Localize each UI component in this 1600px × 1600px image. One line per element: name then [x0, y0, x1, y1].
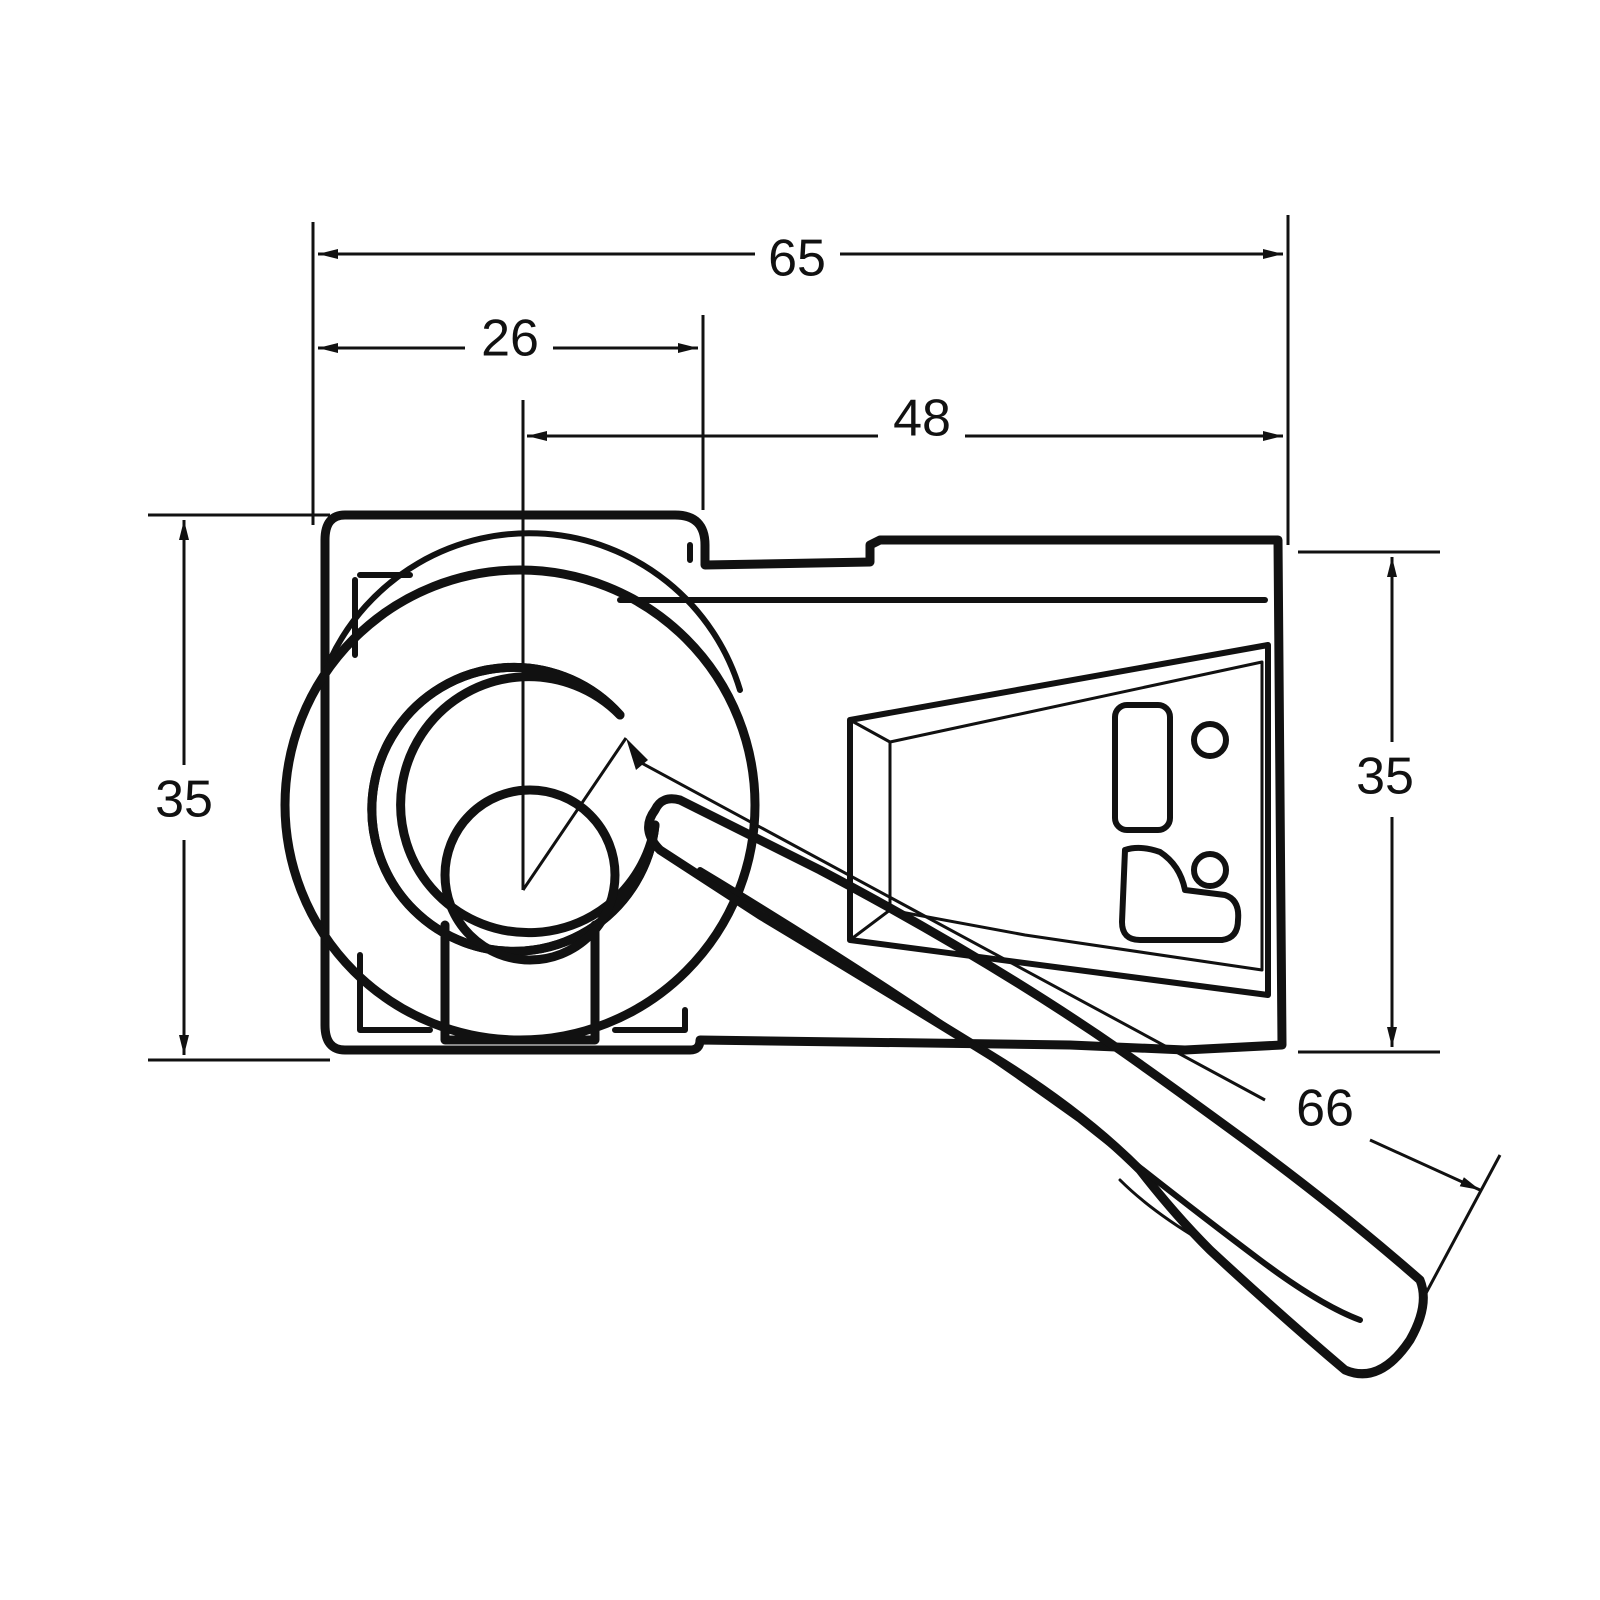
dim-height-right: 35: [1356, 557, 1414, 1047]
centre-shaft: [440, 785, 620, 965]
latch-body: [320, 510, 1287, 1055]
dim-label-35-right: 35: [1356, 748, 1414, 806]
lever-handle: [644, 794, 1428, 1379]
extension-lines: [148, 215, 1502, 1296]
dim-knob-width: 26: [318, 310, 698, 368]
hole-upper: [1191, 721, 1229, 759]
slot-lower: [1119, 844, 1242, 943]
dim-height-left: 35: [155, 520, 213, 1055]
dim-label-65: 65: [768, 230, 826, 288]
dim-label-48: 48: [893, 390, 951, 448]
hole-lower: [1191, 851, 1229, 889]
dim-label-66: 66: [1296, 1080, 1354, 1138]
dim-overall-width: 65: [318, 230, 1283, 288]
slot-upper: [1112, 702, 1173, 833]
radius-line: [521, 737, 628, 891]
rotary-knob: [280, 530, 760, 1045]
dim-lever-reach: 66: [1296, 1080, 1481, 1192]
dim-pivot-to-end: 48: [527, 390, 1283, 448]
dim-label-35-left: 35: [155, 771, 213, 829]
dim-label-26: 26: [481, 310, 539, 368]
lever-reach-leader: [635, 758, 1266, 1102]
